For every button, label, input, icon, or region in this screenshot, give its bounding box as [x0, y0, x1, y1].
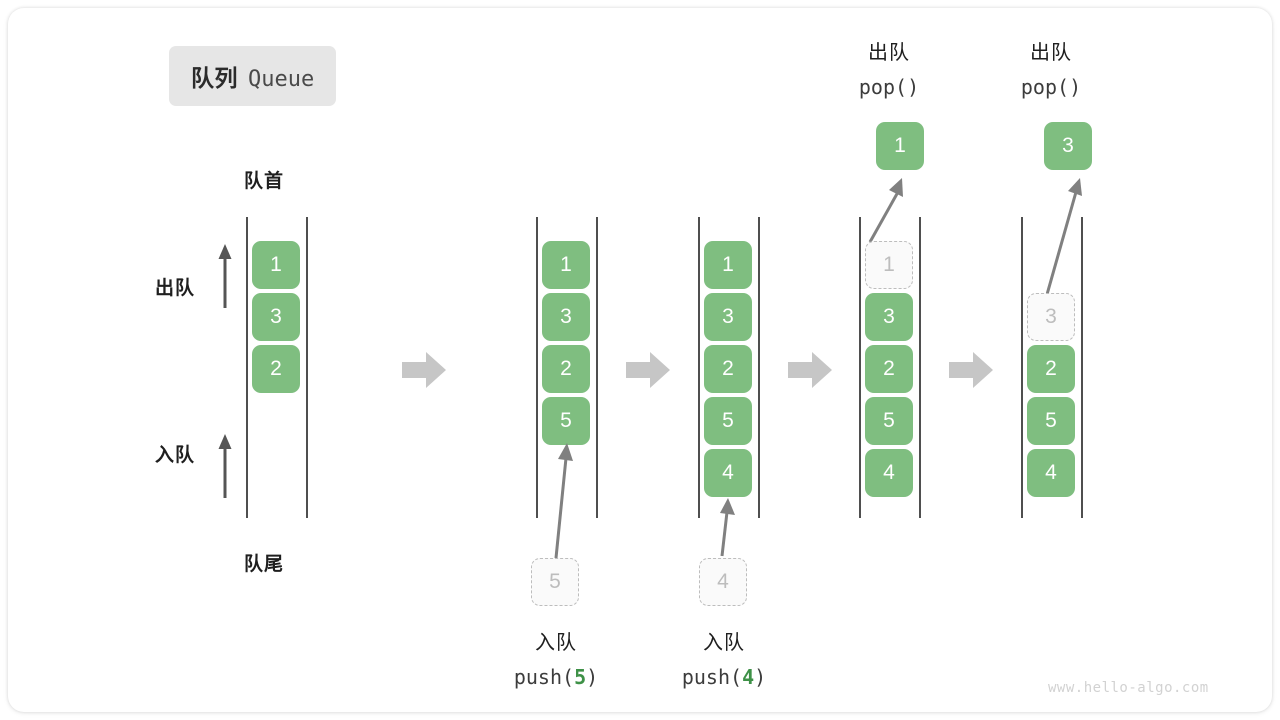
step-separator-arrow-icon — [626, 352, 670, 388]
queue-cell: 5 — [865, 397, 913, 445]
pop1-caption-cn: 出队 — [868, 42, 910, 64]
pop3-popped-cell: 3 — [1044, 122, 1092, 170]
queue-cell: 5 — [542, 397, 590, 445]
push4-code-prefix: push( — [681, 665, 743, 689]
title-cn: 队列 — [191, 65, 238, 91]
push4-caption-cn: 入队 — [703, 632, 745, 654]
queue-cell: 3 — [865, 293, 913, 341]
push4-code-value: 4 — [742, 665, 755, 689]
pop3-caption: 出队 pop() — [971, 38, 1131, 102]
queue-cell: 2 — [704, 345, 752, 393]
queue-head-label: 队首 — [244, 171, 285, 192]
pop1-popped-cell: 1 — [876, 122, 924, 170]
queue-cell: 2 — [252, 345, 300, 393]
stage-pop3-rail-left — [1021, 217, 1023, 518]
push4-caption-code: push(4) — [634, 662, 814, 692]
queue-cell: 4 — [704, 449, 752, 497]
dequeue-direction-arrow-icon — [218, 244, 232, 308]
push4-code-suffix: ) — [754, 665, 767, 689]
title-en: Queue — [248, 67, 315, 92]
push5-code-prefix: push( — [513, 665, 575, 689]
stage-push5-rail-right — [596, 217, 598, 518]
stage-pop1-rail-left — [859, 217, 861, 518]
queue-tail-label: 队尾 — [244, 554, 285, 575]
pop3-caption-code: pop() — [971, 72, 1131, 102]
push5-motion-arrow-icon — [554, 443, 573, 559]
queue-cell: 3 — [252, 293, 300, 341]
pop3-code-suffix: ) — [1069, 75, 1082, 99]
queue-cell: 4 — [865, 449, 913, 497]
stage-initial-rail-left — [246, 217, 248, 518]
queue-cell: 1 — [704, 241, 752, 289]
pop1-motion-arrow-icon — [868, 178, 903, 243]
pop3-motion-arrow-icon — [1044, 178, 1082, 299]
queue-cell: 5 — [704, 397, 752, 445]
pop1-caption: 出队 pop() — [809, 38, 969, 102]
stage-push4-rail-left — [698, 217, 700, 518]
pop3-caption-cn: 出队 — [1030, 42, 1072, 64]
stage-push4-rail-right — [758, 217, 760, 518]
diagram-canvas: 队列 Queue 队首 队尾 出队 入队 1 3 2 1 3 2 5 5 入队 … — [8, 8, 1272, 712]
push5-ghost-cell: 5 — [531, 558, 579, 606]
queue-cell: 2 — [542, 345, 590, 393]
push4-caption: 入队 push(4) — [634, 628, 814, 692]
queue-cell: 5 — [1027, 397, 1075, 445]
pop1-ghost-cell: 1 — [865, 241, 913, 289]
enqueue-direction-label: 入队 — [155, 445, 196, 466]
push4-motion-arrow-icon — [720, 498, 735, 557]
queue-cell: 1 — [252, 241, 300, 289]
stage-pop1-rail-right — [919, 217, 921, 518]
push5-caption-code: push(5) — [466, 662, 646, 692]
push4-ghost-cell: 4 — [699, 558, 747, 606]
queue-cell: 2 — [1027, 345, 1075, 393]
push5-caption-cn: 入队 — [535, 632, 577, 654]
pop1-code-prefix: pop( — [858, 75, 908, 99]
step-separator-arrow-icon — [402, 352, 446, 388]
queue-cell: 2 — [865, 345, 913, 393]
step-separator-arrow-icon — [949, 352, 993, 388]
stage-pop3-rail-right — [1081, 217, 1083, 518]
queue-cell: 3 — [542, 293, 590, 341]
push5-caption: 入队 push(5) — [466, 628, 646, 692]
title-badge: 队列 Queue — [169, 46, 337, 106]
watermark: www.hello-algo.com — [1048, 680, 1209, 696]
push5-code-suffix: ) — [586, 665, 599, 689]
stage-push5-rail-left — [536, 217, 538, 518]
pop1-code-suffix: ) — [907, 75, 920, 99]
queue-cell: 4 — [1027, 449, 1075, 497]
stage-initial-rail-right — [306, 217, 308, 518]
pop3-code-prefix: pop( — [1020, 75, 1070, 99]
enqueue-direction-arrow-icon — [218, 434, 232, 498]
pop3-ghost-cell: 3 — [1027, 293, 1075, 341]
push5-code-value: 5 — [574, 665, 587, 689]
queue-cell: 1 — [542, 241, 590, 289]
step-separator-arrow-icon — [788, 352, 832, 388]
pop1-caption-code: pop() — [809, 72, 969, 102]
dequeue-direction-label: 出队 — [155, 278, 196, 299]
queue-cell: 3 — [704, 293, 752, 341]
